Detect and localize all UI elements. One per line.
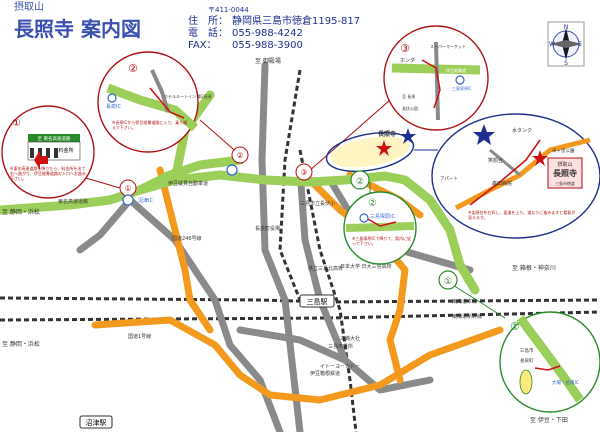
address-label: 住 所： — [188, 14, 228, 27]
svg-text:長照寺: 長照寺 — [378, 130, 396, 138]
svg-text:長伏公園: 長伏公園 — [402, 105, 418, 111]
svg-text:②: ② — [368, 198, 377, 209]
tel-value: 055-988-4242 — [232, 28, 303, 39]
fax-value: 055-988-3900 — [232, 40, 303, 51]
temple-area-highlight: 長照寺 — [325, 128, 416, 173]
fax-label: FAX： — [188, 40, 217, 51]
svg-text:至 伊豆・下田: 至 伊豆・下田 — [530, 416, 568, 424]
svg-text:②: ② — [128, 62, 138, 75]
svg-text:ホテルルートイン 第2長泉: ホテルルートイン 第2長泉 — [164, 93, 212, 99]
header: 摂取山 長照寺 案内図 〒411-0044 住 所： 静岡県三島市徳倉1195-… — [14, 0, 360, 51]
svg-text:森田病院: 森田病院 — [492, 180, 512, 187]
svg-text:至 御殿場: 至 御殿場 — [255, 57, 281, 65]
svg-text:東名高速道路: 東名高速道路 — [58, 198, 88, 205]
svg-text:伊豆縦貫自動車道: 伊豆縦貫自動車道 — [168, 180, 208, 187]
svg-text:国道1号線: 国道1号線 — [128, 333, 151, 340]
map-labels: 至 御殿場 至 静岡・浜松 東名高速道路 伊豆縦貫自動車道 国道1号線 国道24… — [2, 57, 568, 424]
svg-text:スーパーマーケット: スーパーマーケット — [430, 43, 466, 49]
svg-text:三島塚原IC: 三島塚原IC — [452, 85, 472, 91]
svg-text:至 静岡・浜松: 至 静岡・浜松 — [2, 208, 40, 216]
svg-text:水タンク: 水タンク — [512, 127, 532, 134]
address-value: 静岡県三島市徳倉1195-817 — [232, 14, 360, 27]
callout-2b-tsukahara-ic: ② ② 三島塚原IC ※三島塚原ICで降りて、案内に従って下さい。 — [343, 170, 417, 265]
svg-text:東海道新幹線: 東海道新幹線 — [452, 313, 482, 320]
svg-text:長泉IC: 長泉IC — [106, 103, 121, 110]
navy-star-icon — [400, 128, 416, 144]
svg-text:伊豆箱根鉄道: 伊豆箱根鉄道 — [310, 370, 340, 377]
svg-text:三島駅: 三島駅 — [307, 297, 328, 306]
national-roads — [91, 166, 504, 404]
svg-text:大場・函南IC: 大場・函南IC — [552, 379, 579, 386]
svg-text:W: W — [549, 41, 555, 48]
svg-text:至 東名高速道路: 至 東名高速道路 — [38, 135, 71, 142]
marker-3-small: ③ — [295, 163, 313, 181]
callout-2-nagaizumi: ② 長泉IC ホテルルートイン 第2長泉 ※長泉ICから伊豆縦貫道路に入り、乗り… — [97, 51, 241, 156]
svg-text:摂取山: 摂取山 — [557, 161, 572, 168]
svg-text:日本大学 日大三島高校: 日本大学 日大三島高校 — [340, 263, 392, 270]
svg-text:笑顔台: 笑顔台 — [488, 157, 503, 164]
svg-text:②: ② — [356, 177, 364, 187]
svg-text:東海道本線: 東海道本線 — [452, 298, 477, 305]
svg-text:③: ③ — [400, 42, 410, 55]
svg-text:国道246号線: 国道246号線 — [172, 235, 202, 242]
detail-navy-star-icon — [473, 124, 495, 145]
svg-text:米ヶ窪公園: 米ヶ窪公園 — [552, 147, 575, 154]
svg-text:①: ① — [444, 277, 452, 287]
svg-text:県立三島北高校: 県立三島北高校 — [308, 265, 343, 272]
svg-text:N: N — [564, 24, 569, 31]
svg-text:至 箱根・神奈川: 至 箱根・神奈川 — [512, 264, 556, 272]
svg-text:長照寺: 長照寺 — [553, 168, 577, 178]
callout-1b-ohba: ① ① 三島市 長泉町 大場・函南IC — [438, 270, 600, 413]
svg-text:三嶋大社: 三嶋大社 — [340, 335, 360, 342]
tel-label: 電 話： — [188, 26, 228, 39]
svg-text:イトーヨーカドー: イトーヨーカドー — [320, 364, 360, 370]
svg-text:①: ① — [12, 118, 21, 129]
svg-text:三島塚原IC: 三島塚原IC — [370, 213, 395, 220]
svg-text:長泉町: 長泉町 — [520, 357, 534, 364]
callout-1-tollgate: ① 至 東名高速道路 料金所 ※東名高速道路を降りたら、料金所を出て右へ曲がり、… — [1, 105, 121, 199]
svg-text:沼津駅: 沼津駅 — [86, 418, 107, 427]
page-title: 長照寺 案内図 — [14, 17, 141, 41]
mountain-name: 摂取山 — [14, 0, 44, 13]
postal-code: 〒411-0044 — [208, 6, 249, 14]
svg-text:三島市役所: 三島市役所 — [328, 343, 353, 350]
compass-icon: N S E W — [547, 21, 585, 67]
svg-text:三島市立長伏小: 三島市立長伏小 — [300, 200, 335, 207]
svg-text:E: E — [578, 41, 582, 48]
svg-text:三島市: 三島市 — [520, 347, 534, 354]
svg-text:アパート: アパート — [440, 176, 458, 182]
svg-text:至 静岡・浜松: 至 静岡・浜松 — [2, 340, 40, 348]
svg-text:三島市徳倉: 三島市徳倉 — [555, 180, 575, 186]
svg-text:①: ① — [510, 320, 520, 333]
mishima-station: 三島駅 — [299, 294, 335, 308]
svg-text:②: ② — [236, 151, 243, 160]
numazu-station: 沼津駅 — [79, 415, 113, 429]
temple-star-icon — [376, 140, 392, 156]
svg-text:①: ① — [124, 184, 131, 193]
svg-text:長泉町役場: 長泉町役場 — [255, 225, 280, 232]
svg-text:S: S — [564, 60, 568, 67]
callout-3-tsukahara: ③ スーパーマーケット ホンダ 伊豆縦貫道 三島塚原IC 至 長泉 長伏公園 — [307, 25, 489, 173]
svg-text:伊豆縦貫道: 伊豆縦貫道 — [446, 67, 466, 73]
callout-temple-detail: 水タンク 笑顔台 森田病院 アパート 米ヶ窪公園 摂取山 長照寺 三島市徳倉 ※… — [414, 113, 600, 239]
marker-2-small: ② — [226, 146, 249, 176]
svg-text:沼津IC: 沼津IC — [138, 197, 153, 204]
svg-text:ホンダ: ホンダ — [400, 57, 415, 64]
svg-text:③: ③ — [300, 168, 307, 177]
svg-text:至 長泉: 至 長泉 — [402, 93, 415, 99]
marker-1-small: ① 沼津IC — [119, 179, 153, 206]
svg-text:料金所: 料金所 — [58, 147, 73, 154]
